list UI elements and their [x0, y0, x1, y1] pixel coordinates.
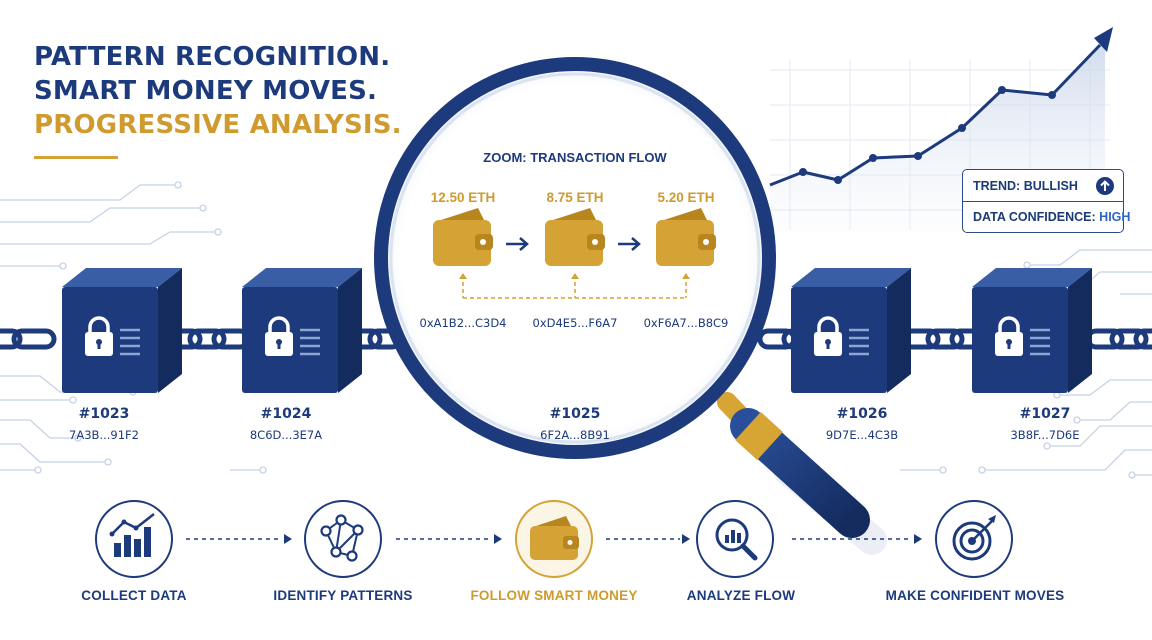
trend-card: TREND: BULLISH DATA CONFIDENCE: HIGH: [962, 169, 1130, 233]
up-arrow-icon: [1096, 177, 1114, 195]
wallet-1-amount: 12.50 ETH: [430, 190, 496, 205]
block-1023: [62, 268, 182, 393]
wallet-1-address: 0xA1B2...C3D4: [419, 316, 507, 330]
wallet-2: [545, 208, 605, 266]
step-identify-patterns-label: IDENTIFY PATTERNS: [273, 588, 413, 603]
headline: PATTERN RECOGNITION. SMART MONEY MOVES. …: [34, 40, 402, 142]
block-1025-hash: 6F2A...8B91: [540, 428, 610, 442]
step-make-confident-moves-label: MAKE CONFIDENT MOVES: [885, 588, 1065, 603]
confidence-label: DATA CONFIDENCE:: [973, 210, 1096, 224]
step-collect-data-label: COLLECT DATA: [81, 588, 187, 603]
magnifier-handle: [717, 392, 887, 555]
block-1026-number: #1026: [836, 406, 888, 422]
trend-points: [799, 86, 1056, 184]
confidence-value: HIGH: [1099, 210, 1131, 224]
flow-arrows: [506, 237, 641, 251]
headline-line-3: PROGRESSIVE ANALYSIS.: [34, 110, 402, 140]
block-1024-number: #1024: [260, 406, 312, 422]
trend-value: BULLISH: [1023, 179, 1078, 193]
wallet-3: [656, 208, 716, 266]
flow-link-arrowheads: [459, 273, 690, 279]
trend-row: TREND: BULLISH: [973, 179, 1078, 193]
step-icons: [95, 500, 1013, 578]
block-1023-hash: 7A3B...91F2: [69, 428, 139, 442]
block-1023-number: #1023: [78, 406, 130, 422]
trend-label: TREND:: [973, 179, 1021, 193]
block-1024: [242, 268, 362, 393]
wallet-3-address: 0xF6A7...B8C9: [643, 316, 729, 330]
wallet-1: [433, 208, 493, 266]
block-1025-number: #1025: [549, 406, 601, 422]
block-1026-hash: 9D7E...4C3B: [825, 428, 899, 442]
step-connector-arrowheads: [284, 534, 922, 544]
block-1027: [972, 268, 1092, 393]
wallet-2-amount: 8.75 ETH: [546, 190, 604, 205]
headline-line-2: SMART MONEY MOVES.: [34, 76, 378, 106]
headline-line-1: PATTERN RECOGNITION.: [34, 42, 391, 72]
headline-underline: [34, 156, 118, 159]
zoom-title: ZOOM: TRANSACTION FLOW: [483, 150, 667, 165]
trend-card-divider: [963, 201, 1123, 202]
step-follow-smart-money-label: FOLLOW SMART MONEY: [470, 588, 638, 603]
block-1027-number: #1027: [1019, 406, 1071, 422]
block-1027-hash: 3B8F...7D6E: [1010, 428, 1080, 442]
wallet-3-amount: 5.20 ETH: [657, 190, 715, 205]
trend-arrowhead: [1094, 27, 1113, 52]
step-analyze-flow-label: ANALYZE FLOW: [686, 588, 796, 603]
wallet-2-address: 0xD4E5...F6A7: [532, 316, 618, 330]
confidence-row: DATA CONFIDENCE: HIGH: [973, 210, 1130, 224]
block-1024-hash: 8C6D...3E7A: [249, 428, 323, 442]
block-1026: [791, 268, 911, 393]
